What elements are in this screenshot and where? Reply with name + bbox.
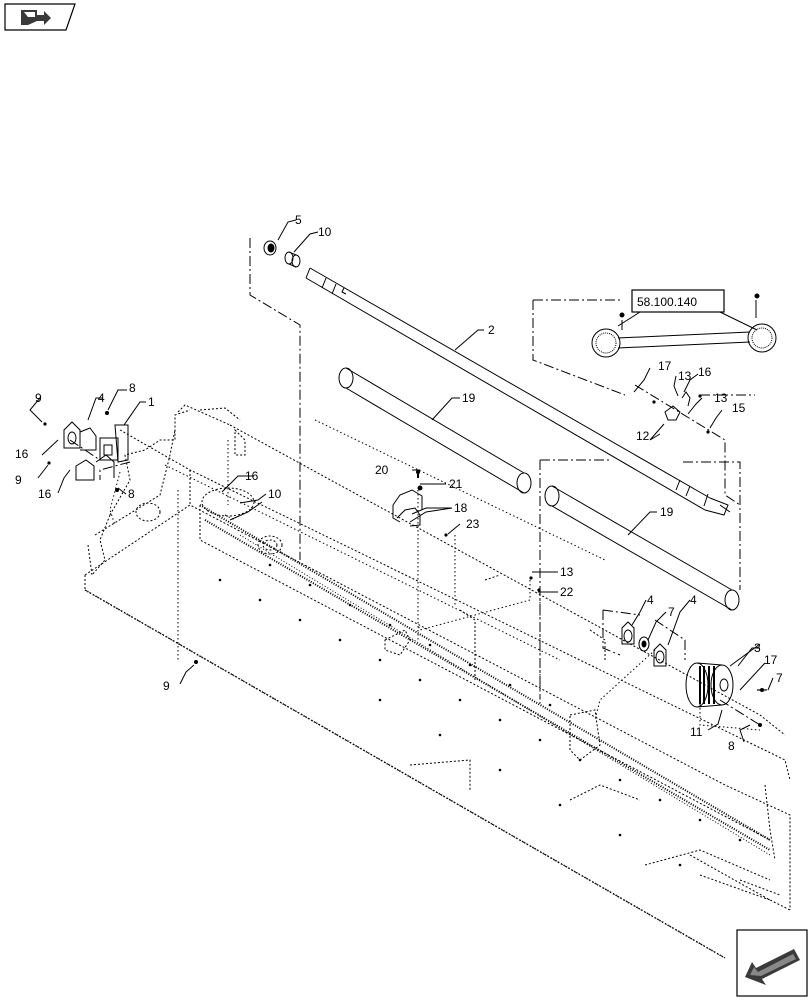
callout-5: 5 <box>295 213 302 227</box>
header-frame <box>84 404 791 959</box>
callout-6: 7 <box>668 605 675 619</box>
callout-19: 19 <box>462 391 476 405</box>
auger-tube-left <box>338 367 532 494</box>
callout-13: 13 <box>714 391 728 405</box>
reference-box[interactable] <box>631 289 725 313</box>
pin-part-15 <box>681 391 691 407</box>
collar-part-10 <box>284 251 301 268</box>
callout-14: 15 <box>732 401 746 415</box>
callout-8: 8 <box>129 381 136 395</box>
callout-16: 17 <box>764 653 778 667</box>
callout-11: 11 <box>690 725 703 739</box>
callout-1: 1 <box>148 395 155 409</box>
callout-4: 4 <box>690 593 697 607</box>
back-nav-button[interactable] <box>4 3 76 31</box>
callout-16: 16 <box>245 469 259 483</box>
callout-23: 23 <box>466 517 480 531</box>
callout-2: 2 <box>488 323 495 337</box>
auger-shaft <box>305 267 731 516</box>
callout-4: 4 <box>647 593 654 607</box>
callout-9: 9 <box>15 473 22 487</box>
callout-15: 16 <box>698 365 712 379</box>
auger-tube-right <box>544 485 740 611</box>
reference-drive-assembly <box>591 293 777 358</box>
callout-8: 8 <box>128 487 135 501</box>
callout-13: 13 <box>678 369 692 383</box>
callout-20: 20 <box>375 463 389 477</box>
fasteners <box>43 394 764 727</box>
bearing-part-5 <box>263 240 277 256</box>
callout-9: 10 <box>268 487 282 501</box>
callout-18: 18 <box>454 501 468 515</box>
callout-4: 4 <box>98 391 105 405</box>
callout-9: 9 <box>35 391 42 405</box>
drive-hub-part-3 <box>685 662 734 708</box>
callout-10: 10 <box>318 225 332 239</box>
bearing-flange-left <box>63 421 129 481</box>
bearing-flange-right <box>621 621 667 667</box>
reference-link-label[interactable]: 58.100.140 <box>637 295 697 309</box>
callout-19: 19 <box>660 505 674 519</box>
callout-16: 16 <box>15 447 29 461</box>
callout-3: 3 <box>754 641 761 655</box>
callout-16: 16 <box>38 487 52 501</box>
book-arrow-icon <box>4 3 76 31</box>
leader-lines <box>29 219 774 743</box>
callout-12: 12 <box>636 429 650 443</box>
callout-7: 7 <box>776 671 783 685</box>
next-page-arrow-icon <box>736 929 808 997</box>
callout-17: 17 <box>658 359 672 373</box>
callout-13: 13 <box>560 565 574 579</box>
callout-21: 21 <box>449 477 463 491</box>
centerlines <box>109 419 761 731</box>
next-page-button[interactable] <box>736 929 808 997</box>
key-part-12 <box>664 405 681 421</box>
callout-22: 22 <box>560 585 574 599</box>
callout-8: 9 <box>163 679 170 693</box>
callout-7: 8 <box>728 739 735 753</box>
callout-labels: 5 10 2 19 19 3 17 7 11 8 4 7 4 13 22 20 … <box>15 213 783 753</box>
